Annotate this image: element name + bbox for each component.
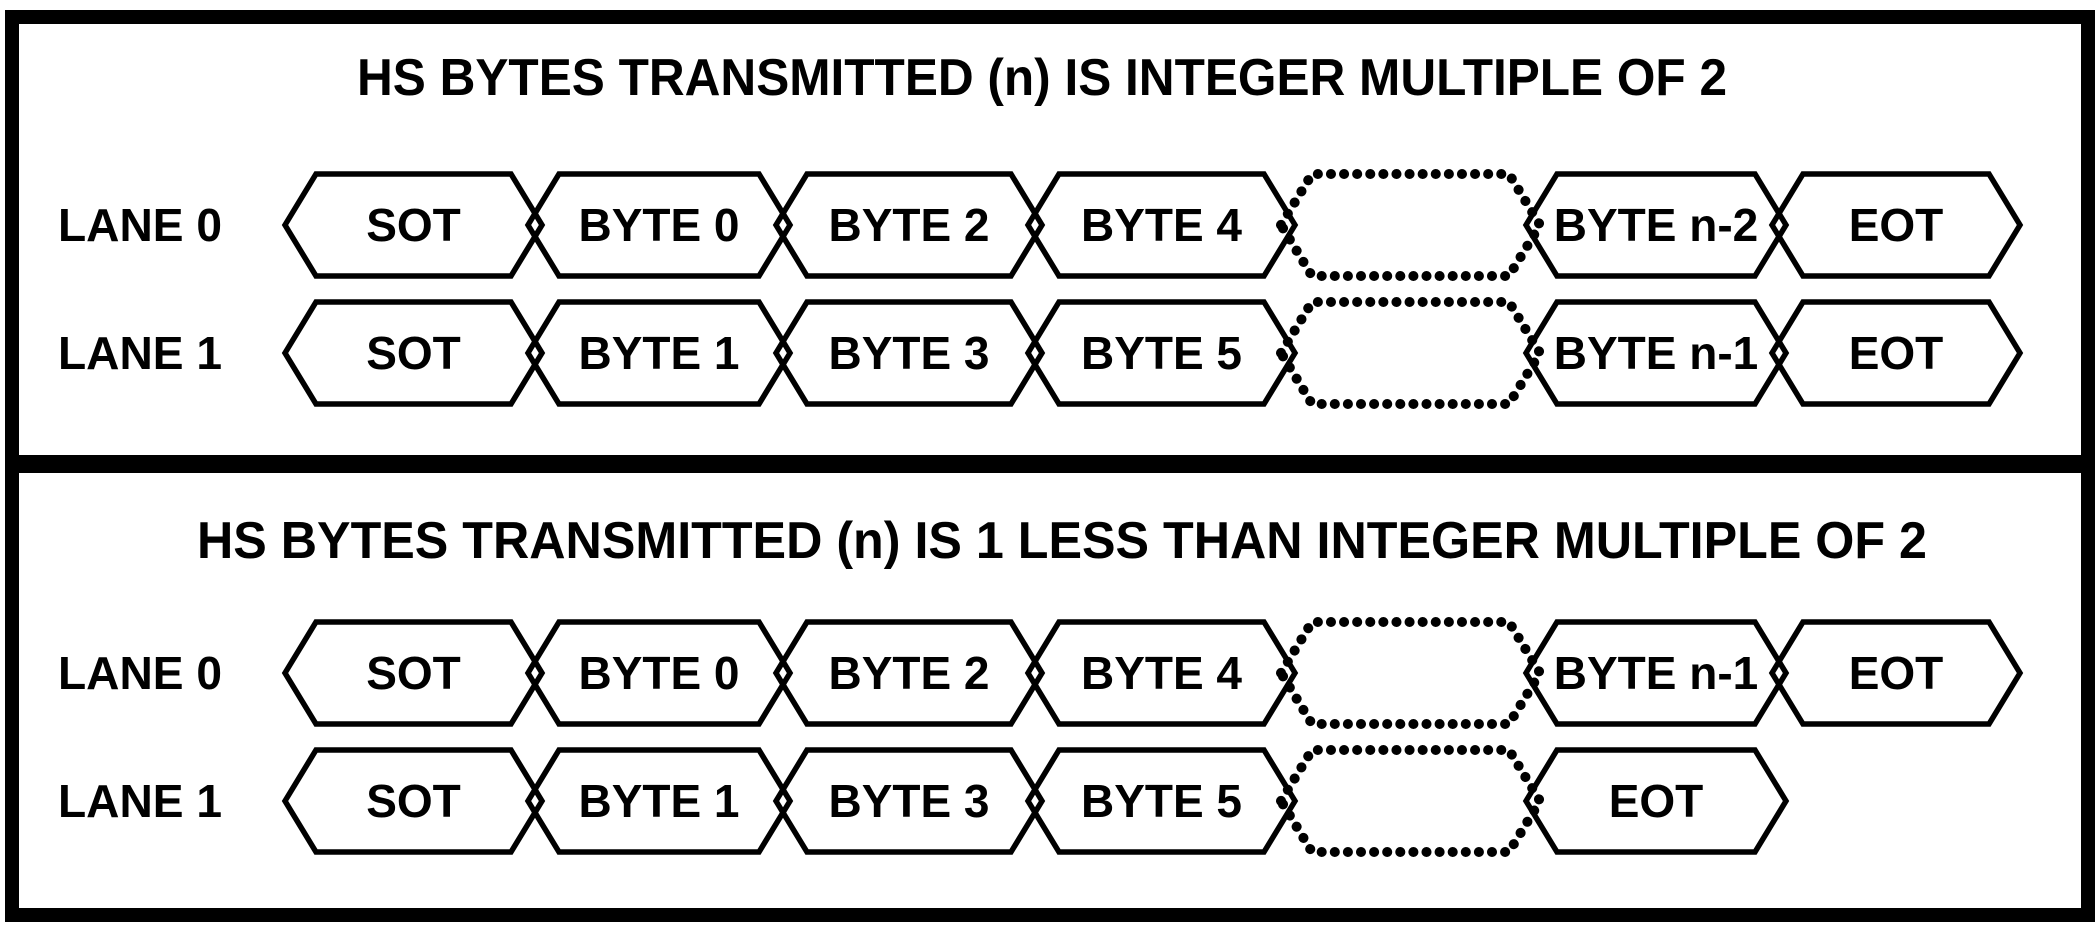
segment-label: BYTE n-1 [1554,327,1758,379]
segment-label: BYTE 2 [828,199,989,251]
segment-hexagon [1522,619,1790,727]
ellipsis-segment-hexagon [1276,169,1545,281]
segment-label: BYTE 1 [578,775,739,827]
segment-label: SOT [366,327,461,379]
segment-hexagon [281,299,546,407]
segment-hexagon [1768,171,2024,279]
segment-label: BYTE 5 [1081,327,1242,379]
segment-label: SOT [366,199,461,251]
segment-label: BYTE 0 [578,199,739,251]
segment-hexagon [1024,299,1299,407]
segment-hexagon [524,299,794,407]
segment-label: BYTE 4 [1081,647,1242,699]
segment-hexagon [1024,171,1299,279]
lane-label: LANE 1 [58,327,222,379]
lane-label: LANE 0 [58,647,222,699]
segment-hexagon [524,747,794,855]
segment-label: BYTE 5 [1081,775,1242,827]
panel-1-title: HS BYTES TRANSMITTED (n) IS INTEGER MULT… [357,49,1727,107]
segment-hexagon [772,299,1046,407]
segment-label: BYTE 4 [1081,199,1242,251]
panel-2-title: HS BYTES TRANSMITTED (n) IS 1 LESS THAN … [197,512,1927,570]
segment-label: BYTE 3 [828,327,989,379]
segment-label: SOT [366,775,461,827]
segment-hexagon [281,619,546,727]
ellipsis-segment-hexagon [1276,617,1545,729]
segment-label: BYTE 3 [828,775,989,827]
segment-hexagon [524,619,794,727]
segment-label: SOT [366,647,461,699]
segment-label: BYTE 2 [828,647,989,699]
segment-hexagon [1024,747,1299,855]
segment-label: BYTE n-1 [1554,647,1758,699]
segment-hexagon [1522,171,1790,279]
segment-label: EOT [1849,647,1944,699]
lane-label: LANE 0 [58,199,222,251]
segment-hexagon [1024,619,1299,727]
segment-hexagon [1522,299,1790,407]
segment-hexagon [281,171,546,279]
segment-label: EOT [1609,775,1704,827]
segment-hexagon [524,171,794,279]
ellipsis-segment-hexagon [1276,745,1545,857]
segment-hexagon [1768,619,2024,727]
segment-label: BYTE 0 [578,647,739,699]
segment-label: EOT [1849,199,1944,251]
ellipsis-segment-hexagon [1276,297,1545,409]
segment-label: BYTE n-2 [1554,199,1758,251]
segment-hexagon [772,619,1046,727]
segment-label: EOT [1849,327,1944,379]
lane-label: LANE 1 [58,775,222,827]
segment-hexagon [1768,299,2024,407]
segment-hexagon [772,747,1046,855]
segment-hexagon [772,171,1046,279]
segment-hexagon [281,747,546,855]
segment-hexagon [1522,747,1790,855]
segment-label: BYTE 1 [578,327,739,379]
